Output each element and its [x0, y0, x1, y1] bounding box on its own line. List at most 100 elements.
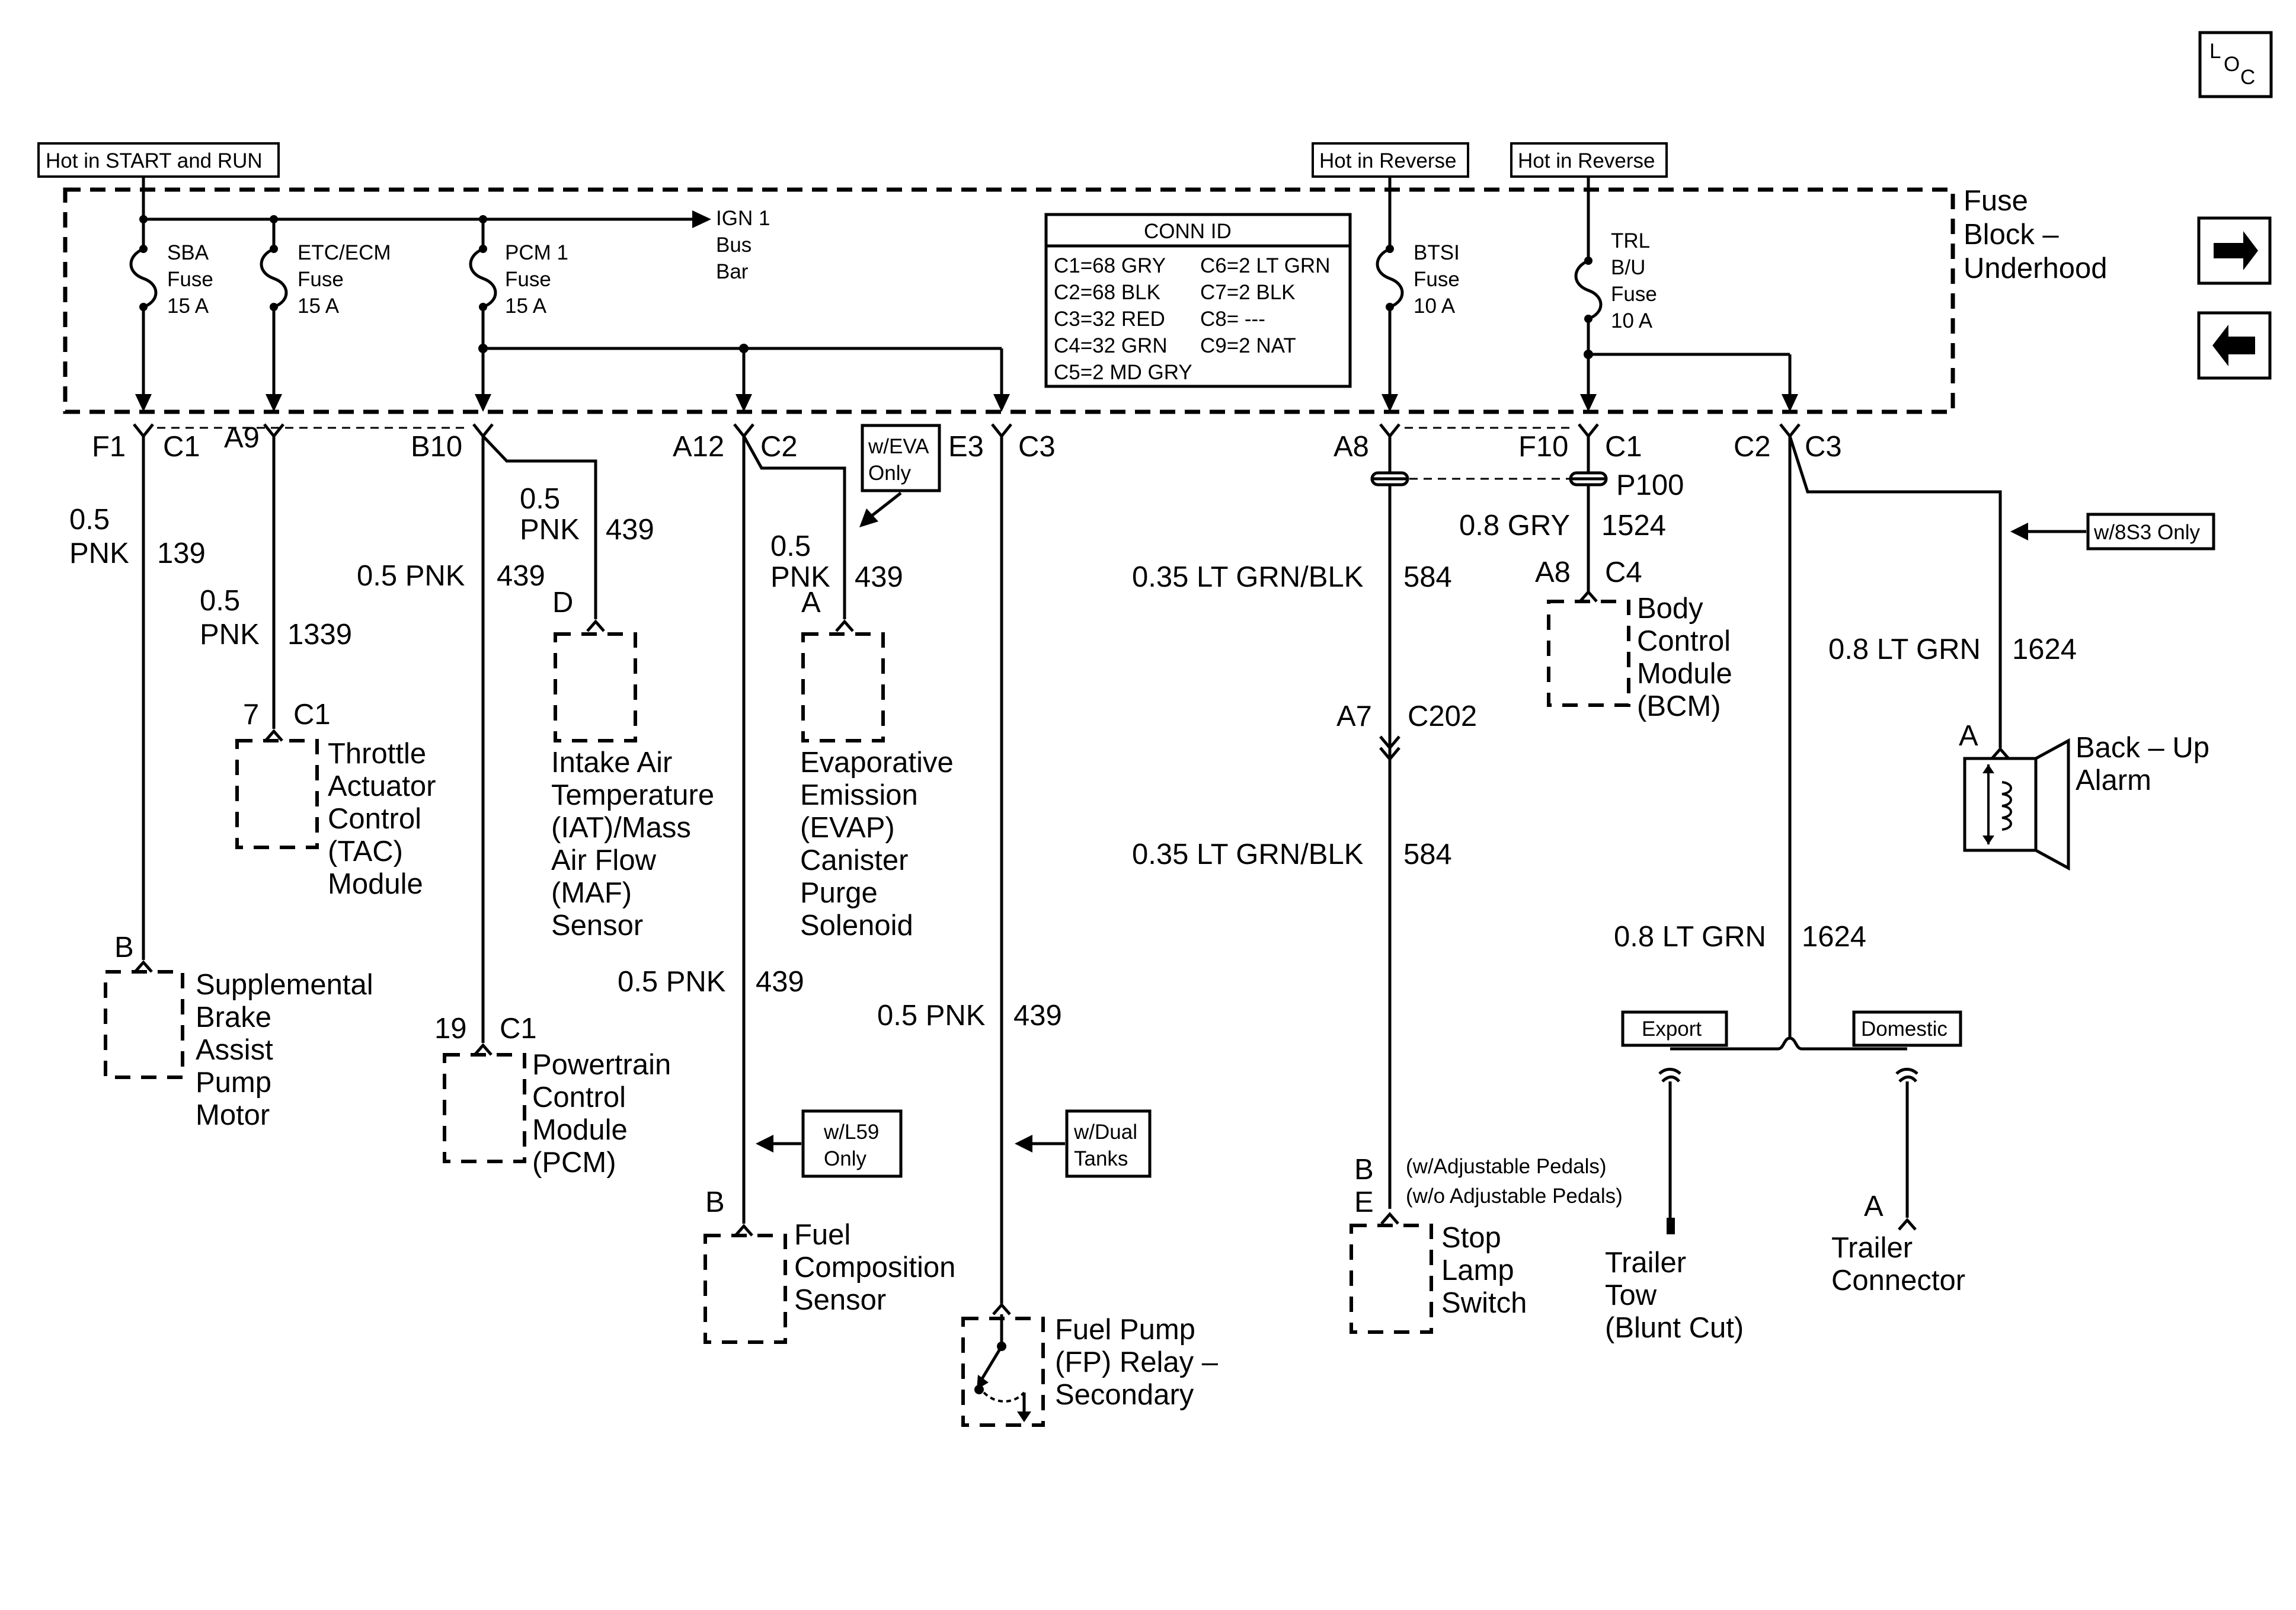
- iat-maf-component: [554, 632, 637, 742]
- svg-text:Supplemental: Supplemental: [196, 969, 373, 1001]
- svg-text:Stop: Stop: [1441, 1222, 1501, 1254]
- export-badge: Export: [1621, 1010, 1728, 1047]
- evap-label: Evaporative Emission (EVAP) Canister Pur…: [800, 747, 954, 942]
- conn-p100: P100: [1616, 469, 1684, 501]
- w584-top-num: 584: [1403, 561, 1452, 593]
- svg-text:C9=2 NAT: C9=2 NAT: [1200, 334, 1296, 357]
- w1524-label: 0.8 GRY: [1459, 510, 1570, 542]
- svg-text:Powertrain: Powertrain: [532, 1049, 671, 1081]
- svg-text:Hot in Reverse: Hot in Reverse: [1319, 149, 1456, 172]
- svg-text:Secondary: Secondary: [1055, 1379, 1194, 1411]
- svg-text:15 A: 15 A: [298, 295, 340, 318]
- stop-pin-b: B: [1354, 1154, 1374, 1186]
- svg-text:Control: Control: [328, 803, 421, 835]
- tac-pin: 7: [243, 699, 259, 731]
- bcm-component: [1547, 600, 1630, 707]
- svg-text:Hot in START and RUN: Hot in START and RUN: [46, 149, 263, 172]
- fuse-block-outline: [63, 187, 1955, 414]
- w1339-size: 0.5: [200, 585, 240, 617]
- back-arrow-icon[interactable]: [2197, 311, 2272, 380]
- pcm-component: [443, 1053, 526, 1163]
- svg-text:C6=2 LT GRN: C6=2 LT GRN: [1200, 254, 1331, 277]
- svg-text:Control: Control: [532, 1081, 626, 1113]
- svg-text:Emission: Emission: [800, 779, 918, 811]
- svg-text:C1=68 GRY: C1=68 GRY: [1054, 254, 1166, 277]
- svg-text:Fuse: Fuse: [505, 268, 551, 291]
- pin-b10: B10: [411, 431, 462, 463]
- pcm-label: Powertrain Control Module (PCM): [532, 1049, 671, 1179]
- dual-pointer-arrow: [1015, 1135, 1032, 1153]
- svg-text:Fuse: Fuse: [298, 268, 344, 291]
- svg-text:Trailer: Trailer: [1605, 1247, 1686, 1279]
- w139-size: 0.5: [69, 504, 110, 536]
- trailer-tow-label: Trailer Tow (Blunt Cut): [1605, 1247, 1744, 1344]
- svg-text:(BCM): (BCM): [1637, 690, 1721, 722]
- bus-label-2: Bus: [716, 233, 752, 257]
- loc-letter-l: L: [2209, 40, 2221, 63]
- eva-pointer-arrow: [859, 508, 878, 527]
- eva-only-badge: w/EVA Only: [861, 424, 941, 492]
- svg-text:Back – Up: Back – Up: [2076, 732, 2209, 764]
- svg-text:Fuel Pump: Fuel Pump: [1055, 1314, 1195, 1346]
- p100-connector-b: [1569, 471, 1608, 486]
- svg-text:w/EVA: w/EVA: [868, 435, 929, 458]
- svg-text:Brake: Brake: [196, 1001, 271, 1033]
- fuse-block-label-2: Block –: [1964, 219, 2059, 251]
- trailer-connector-label: Trailer Connector: [1831, 1232, 1965, 1297]
- sbapm-component: [104, 970, 184, 1079]
- svg-text:(Blunt Cut): (Blunt Cut): [1605, 1312, 1744, 1344]
- svg-text:Assist: Assist: [196, 1034, 273, 1066]
- svg-text:ETC/ECM: ETC/ECM: [298, 241, 391, 264]
- w584-top-label: 0.35 LT GRN/BLK: [1132, 561, 1364, 593]
- domestic-badge: Domestic: [1852, 1010, 1962, 1047]
- svg-text:Temperature: Temperature: [551, 779, 714, 811]
- svg-text:B/U: B/U: [1611, 256, 1645, 279]
- w439-iat-color: PNK: [520, 514, 580, 546]
- pin-a9: A9: [224, 422, 260, 454]
- w584-bottom-num: 584: [1403, 838, 1452, 870]
- w439-e3-num: 439: [1013, 1000, 1062, 1032]
- adj-pedals-note: (w/Adjustable Pedals): [1406, 1155, 1607, 1178]
- hot-reverse-label-a: Hot in Reverse: [1312, 142, 1469, 178]
- pin-a12: A12: [673, 431, 724, 463]
- svg-text:C8= ---: C8= ---: [1200, 308, 1265, 331]
- w439-e3-label: 0.5 PNK: [877, 1000, 986, 1032]
- svg-text:CONN ID: CONN ID: [1144, 220, 1232, 243]
- pcm-pin: 19: [434, 1013, 467, 1045]
- s83-pointer-arrow: [2010, 523, 2028, 540]
- svg-text:Switch: Switch: [1441, 1287, 1527, 1319]
- svg-text:Canister: Canister: [800, 844, 908, 876]
- svg-text:Sensor: Sensor: [551, 910, 643, 942]
- svg-text:Motor: Motor: [196, 1099, 270, 1131]
- svg-text:Module: Module: [1637, 658, 1732, 690]
- sba-fuse: SBA Fuse 15 A: [129, 219, 213, 412]
- loc-button[interactable]: L O C: [2198, 31, 2273, 98]
- w439-evap-color: PNK: [770, 561, 830, 593]
- w439-evap-num: 439: [855, 561, 903, 593]
- fuel-composition-component: [703, 1234, 787, 1344]
- svg-text:PCM 1: PCM 1: [505, 241, 568, 264]
- svg-text:Fuse: Fuse: [1611, 283, 1657, 306]
- svg-text:Fuse: Fuse: [167, 268, 213, 291]
- w1624-top-label: 0.8 LT GRN: [1828, 633, 1981, 665]
- stop-pin-e: E: [1354, 1186, 1374, 1218]
- svg-text:Sensor: Sensor: [794, 1284, 886, 1316]
- svg-text:Only: Only: [868, 462, 911, 485]
- iat-maf-label: Intake Air Temperature (IAT)/Mass Air Fl…: [551, 747, 714, 942]
- forward-arrow-icon[interactable]: [2197, 216, 2272, 285]
- svg-text:Throttle: Throttle: [328, 738, 426, 770]
- dual-tanks-badge: w/Dual Tanks: [1065, 1109, 1152, 1178]
- svg-text:Tanks: Tanks: [1074, 1147, 1128, 1170]
- svg-text:(EVAP): (EVAP): [800, 812, 895, 844]
- tac-conn: C1: [293, 699, 331, 731]
- conn-c3-left: C3: [1018, 431, 1056, 463]
- blunt-cut-end-icon: [1667, 1218, 1675, 1234]
- svg-text:C5=2 MD GRY: C5=2 MD GRY: [1054, 361, 1192, 384]
- svg-text:C2=68 BLK: C2=68 BLK: [1054, 281, 1160, 304]
- w439-a12-num: 439: [756, 966, 804, 998]
- svg-text:w/Dual: w/Dual: [1073, 1121, 1137, 1144]
- loc-letter-c: C: [2240, 66, 2255, 89]
- w1339-color: PNK: [200, 619, 260, 651]
- s83-only-badge: w/8S3 Only: [2086, 513, 2215, 550]
